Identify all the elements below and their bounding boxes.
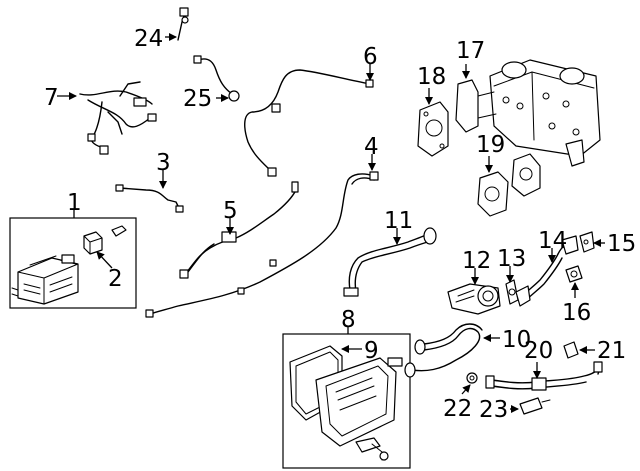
callout-2: 2 — [108, 266, 123, 292]
callout-13: 13 — [497, 246, 526, 272]
callout-17: 17 — [456, 38, 485, 64]
part-5-hose-assembly[interactable] — [179, 181, 299, 279]
part-21-sensor[interactable] — [563, 341, 579, 359]
callout-8: 8 — [341, 307, 356, 333]
part-23-sensor[interactable] — [519, 397, 551, 415]
callout-4: 4 — [364, 134, 379, 160]
callout-15: 15 — [607, 231, 636, 257]
callout-16: 16 — [562, 300, 591, 326]
part-20-pipe[interactable] — [485, 361, 603, 391]
callout-20: 20 — [524, 338, 553, 364]
part-1-vapor-canister[interactable] — [11, 254, 79, 305]
part-7-wiring-harness[interactable] — [79, 81, 157, 155]
callout-18: 18 — [417, 64, 446, 90]
part-18-gasket[interactable] — [417, 101, 449, 157]
callout-19: 19 — [476, 132, 505, 158]
part-1-group-box — [9, 217, 137, 309]
callout-1: 1 — [67, 190, 82, 216]
part-22-o-ring[interactable] — [466, 372, 478, 384]
control-module[interactable] — [315, 357, 403, 447]
part-16-sensor[interactable] — [565, 265, 583, 283]
callout-6: 6 — [363, 44, 378, 70]
part-10-hose[interactable] — [404, 323, 483, 378]
part-11-hose[interactable] — [343, 227, 437, 297]
part-3-vacuum-line[interactable] — [115, 184, 184, 213]
part-24-sensor[interactable] — [177, 7, 189, 41]
callout-3: 3 — [156, 150, 171, 176]
part-8-group-box — [282, 333, 411, 469]
part-15-bracket[interactable] — [579, 231, 595, 253]
callout-5: 5 — [223, 198, 238, 224]
callout-25: 25 — [183, 86, 212, 112]
callout-23: 23 — [479, 397, 508, 423]
part-6-long-hose[interactable] — [244, 69, 374, 177]
callout-10: 10 — [502, 327, 531, 353]
part-17-egr-cooler[interactable] — [455, 59, 601, 167]
part-4-long-tube[interactable] — [145, 171, 379, 318]
callout-11: 11 — [384, 208, 413, 234]
bolt[interactable] — [355, 437, 389, 461]
callout-22: 22 — [443, 396, 472, 422]
part-14-egr-tube[interactable] — [515, 235, 579, 307]
part-2-purge-valve[interactable] — [83, 225, 127, 255]
callout-7: 7 — [44, 85, 59, 111]
callout-24: 24 — [134, 26, 163, 52]
part-12-egr-valve[interactable] — [447, 283, 501, 315]
leader-22 — [461, 384, 471, 395]
callout-14: 14 — [538, 228, 567, 254]
part-25-sensor[interactable] — [193, 55, 240, 102]
part-19-gasket[interactable] — [477, 153, 541, 217]
callout-9: 9 — [364, 338, 379, 364]
callout-21: 21 — [597, 338, 626, 364]
leader-2 — [96, 251, 113, 269]
callout-12: 12 — [462, 248, 491, 274]
